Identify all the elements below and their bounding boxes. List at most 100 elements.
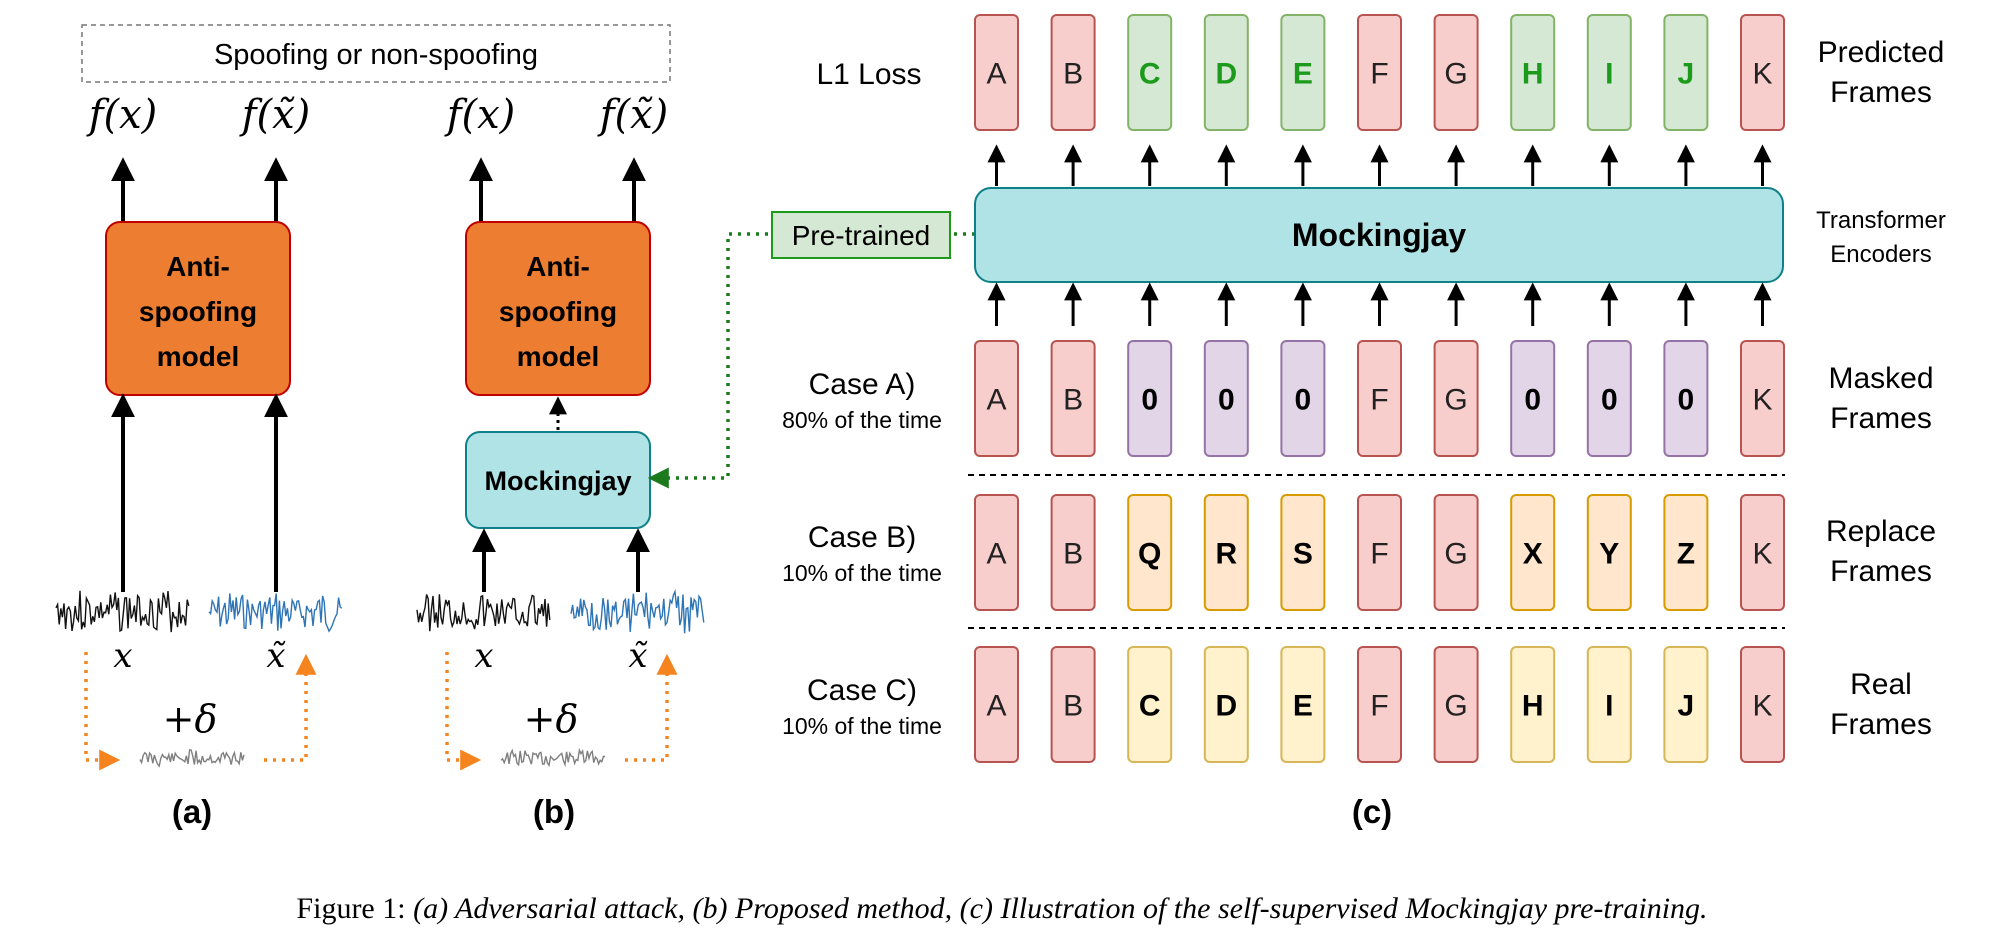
frame-masked-8-label: 0 — [1601, 384, 1618, 417]
frame-masked-1-label: B — [1063, 384, 1083, 417]
output-dashed-box — [81, 24, 671, 83]
panel-a: Spoofing or non-spoofing f(x) f(x̃) Anti… — [55, 24, 671, 830]
frame-replace-7 — [1510, 494, 1556, 611]
frame-predicted-8-label: I — [1605, 58, 1613, 91]
real-frames-label-line2: Frames — [1830, 708, 1932, 741]
frame-masked-5 — [1357, 340, 1402, 457]
delta-label: +δ — [524, 697, 579, 741]
frame-predicted-10-label: K — [1752, 58, 1772, 91]
frame-predicted-3-label: D — [1215, 58, 1237, 91]
dotted-orange-arrow — [84, 652, 121, 771]
frame-masked-2-label: 0 — [1141, 384, 1158, 417]
frame-replace-8 — [1586, 494, 1632, 611]
predicted-frames-label-line2: Frames — [1830, 76, 1932, 109]
waveform-xtilde — [208, 593, 343, 633]
waveform-trace — [570, 589, 705, 634]
frame-masked-10 — [1740, 340, 1785, 457]
mockingjay-label: Mockingjay — [484, 466, 631, 496]
xtilde-label: x̃ — [266, 636, 286, 676]
case-c-freq: 10% of the time — [782, 713, 942, 739]
frame-predicted-9 — [1663, 14, 1709, 131]
frame-replace-6-label: G — [1444, 538, 1467, 571]
waveform-x — [55, 590, 190, 633]
pretrained-label: Pre-trained — [792, 220, 931, 251]
frame-real-7-label: H — [1522, 690, 1544, 723]
frame-real-1-label: B — [1063, 690, 1083, 723]
model-label-line3: model — [157, 341, 239, 372]
frame-masked-7-label: 0 — [1524, 384, 1541, 417]
mockingjay-encoder-box — [974, 187, 1784, 283]
frame-predicted-6-label: G — [1444, 58, 1467, 91]
figure-caption: Figure 1: (a) Adversarial attack, (b) Pr… — [296, 892, 1707, 925]
transformer-encoders-label-line1: Transformer — [1816, 207, 1946, 234]
waveform-delta — [139, 748, 245, 768]
waveform-trace — [55, 590, 190, 633]
frame-replace-1-label: B — [1063, 538, 1083, 571]
frame-replace-6 — [1433, 494, 1479, 611]
model-label-line3: model — [517, 341, 599, 372]
frame-predicted-4 — [1280, 14, 1326, 131]
model-label-line2: spoofing — [499, 296, 617, 327]
frame-replace-8-label: Y — [1599, 538, 1619, 571]
frame-replace-10-label: K — [1752, 538, 1772, 571]
frame-predicted-9-label: J — [1678, 58, 1695, 91]
real-frames-label-line1: Real — [1850, 668, 1912, 701]
frame-masked-8 — [1586, 340, 1632, 457]
frame-predicted-5 — [1357, 14, 1402, 131]
masked-frames-label-line1: Masked — [1828, 362, 1933, 395]
frame-replace-10 — [1740, 494, 1785, 611]
output-label: Spoofing or non-spoofing — [214, 39, 538, 71]
frame-real-4-label: E — [1293, 690, 1313, 723]
figure-caption-text: (a) Adversarial attack, (b) Proposed met… — [413, 892, 1707, 925]
frame-replace-9-label: Z — [1677, 538, 1695, 571]
frame-real-5-label: F — [1370, 690, 1388, 723]
transformer-encoders-label-line2: Encoders — [1830, 241, 1931, 268]
frame-real-9-label: J — [1678, 690, 1695, 723]
frame-replace-4 — [1280, 494, 1326, 611]
frame-masked-0 — [974, 340, 1019, 457]
fxtilde-label: f(x̃) — [597, 92, 669, 138]
x-label: x — [113, 636, 132, 676]
frame-real-0-label: A — [986, 690, 1006, 723]
waveform-xtilde — [570, 589, 705, 634]
waveform-trace — [500, 747, 606, 768]
frame-real-7 — [1510, 646, 1556, 763]
mockingjay-encoder-label: Mockingjay — [1292, 217, 1466, 253]
case-a-freq: 80% of the time — [782, 407, 942, 433]
replace-frames-label-line1: Replace — [1826, 515, 1936, 548]
dotted-orange-arrow — [625, 653, 678, 762]
frame-masked-6-label: G — [1444, 384, 1467, 417]
frame-real-4 — [1280, 646, 1326, 763]
frame-masked-3-label: 0 — [1218, 384, 1235, 417]
frame-replace-7-label: X — [1523, 538, 1543, 571]
frame-predicted-7-label: H — [1522, 58, 1544, 91]
anti-spoofing-model-box — [465, 221, 651, 396]
model-label-line1: Anti- — [526, 251, 590, 282]
pretrained-box — [771, 211, 951, 259]
panel-c-caption: (c) — [1352, 793, 1392, 830]
frame-masked-9 — [1663, 340, 1709, 457]
frame-real-10 — [1740, 646, 1785, 763]
frame-predicted-7 — [1510, 14, 1556, 131]
frame-real-1 — [1050, 646, 1096, 763]
frame-replace-0-label: A — [986, 538, 1006, 571]
waveform-trace — [416, 594, 551, 632]
frame-masked-1 — [1050, 340, 1096, 457]
frame-predicted-8 — [1586, 14, 1632, 131]
frame-masked-10-label: K — [1752, 384, 1772, 417]
predicted-frames-label-line1: Predicted — [1818, 36, 1945, 69]
frame-predicted-2 — [1127, 14, 1173, 131]
dotted-orange-arrow — [264, 653, 317, 762]
figure-caption-prefix: Figure 1: — [296, 892, 413, 925]
frame-replace-2 — [1127, 494, 1173, 611]
frame-real-8 — [1586, 646, 1632, 763]
frame-replace-1 — [1050, 494, 1096, 611]
frame-replace-5 — [1357, 494, 1402, 611]
frame-real-2 — [1127, 646, 1173, 763]
model-label-line1: Anti- — [166, 251, 230, 282]
waveform-trace — [208, 593, 343, 633]
l1-loss-label: L1 Loss — [816, 58, 921, 91]
